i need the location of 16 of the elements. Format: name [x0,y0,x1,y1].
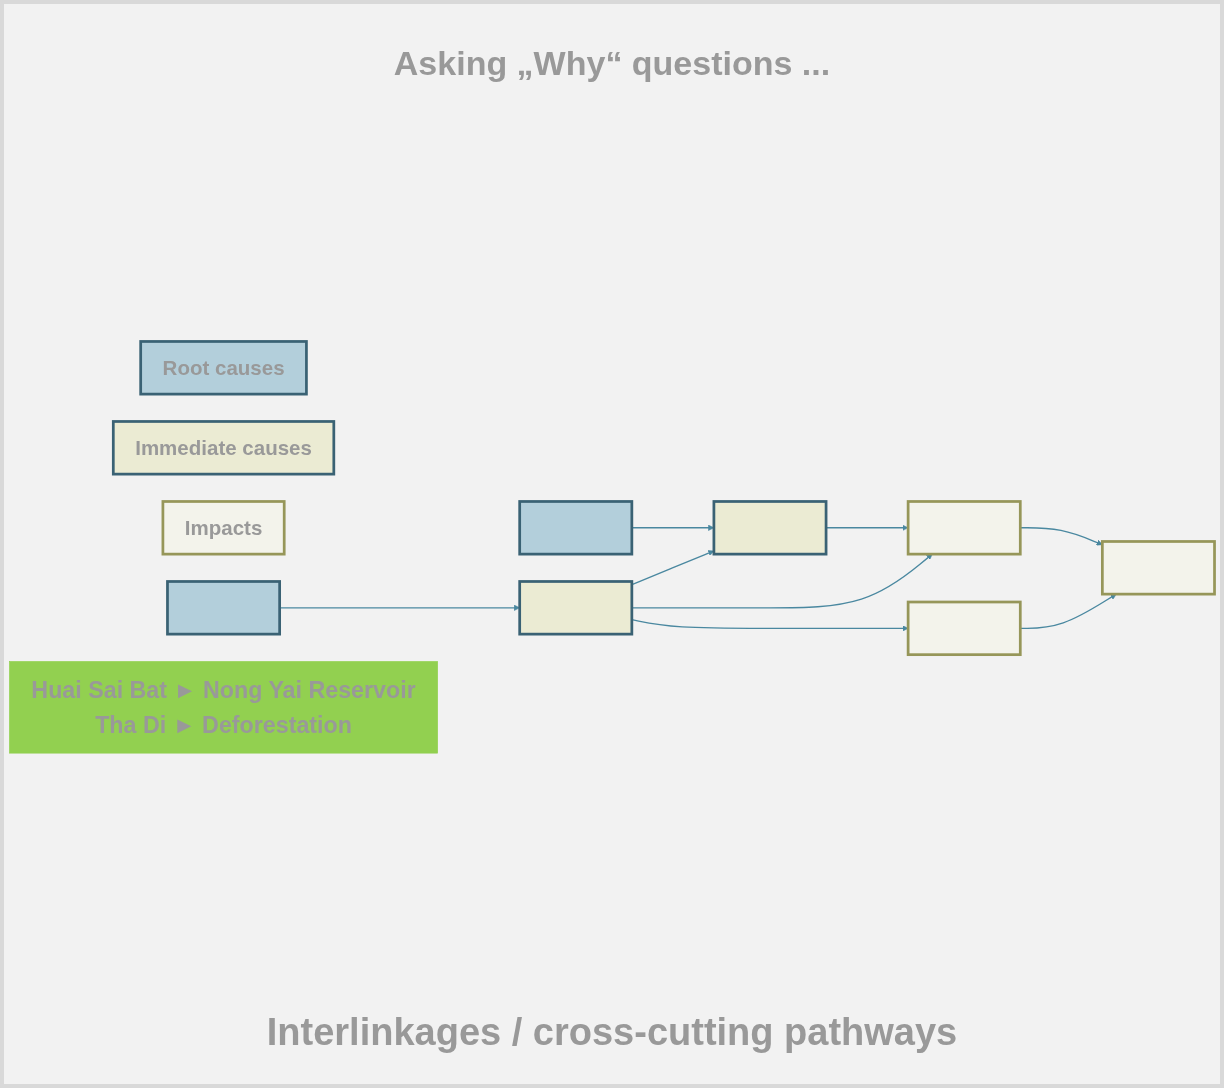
node-box: Root causes [139,339,308,396]
node-box: Immediate causes [111,419,336,476]
node-box [518,499,634,556]
node-box [166,579,281,636]
section-caption: Interlinkages / cross-cutting pathways [266,1011,958,1054]
arrow [631,549,715,586]
node-box [906,499,1022,556]
node-box [906,600,1022,656]
arrow [631,618,909,632]
node-box [712,499,828,556]
node-box: Impacts [161,499,286,556]
node-box [518,579,634,636]
node-box [1101,539,1216,596]
arrow [631,553,933,609]
node-box: Huai Sai Bat ► Nong Yai Reservoir Tha Di ► Deforestation [9,660,438,754]
diagram-title: Asking „Why“ questions ... [393,44,831,83]
